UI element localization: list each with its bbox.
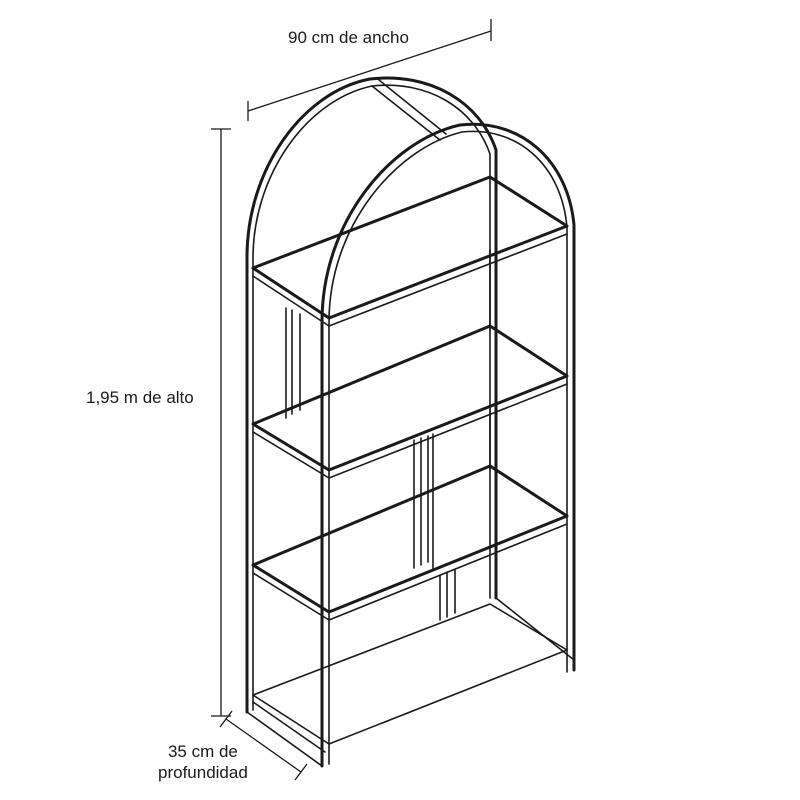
divider-lower [439, 569, 456, 621]
shelf-2 [251, 324, 569, 479]
divider-middle [413, 433, 434, 571]
shelf-3 [251, 464, 569, 621]
back-arch [245, 76, 498, 714]
depth-label-line-1: 35 cm de [167, 742, 238, 761]
shelf-1 [251, 175, 569, 327]
depth-dimension [219, 710, 308, 781]
base-connectors [246, 597, 575, 767]
divider-upper [285, 307, 301, 419]
width-dimension [247, 19, 492, 121]
height-label: 1,95 m de alto [86, 388, 194, 407]
height-dimension [211, 128, 231, 717]
front-arch [320, 122, 576, 768]
depth-label: 35 cm de profundidad [158, 741, 248, 783]
width-label: 90 cm de ancho [288, 28, 409, 47]
depth-label-line-2: profundidad [158, 763, 248, 782]
back-post-right [489, 249, 497, 471]
shelf-4 [252, 603, 568, 745]
